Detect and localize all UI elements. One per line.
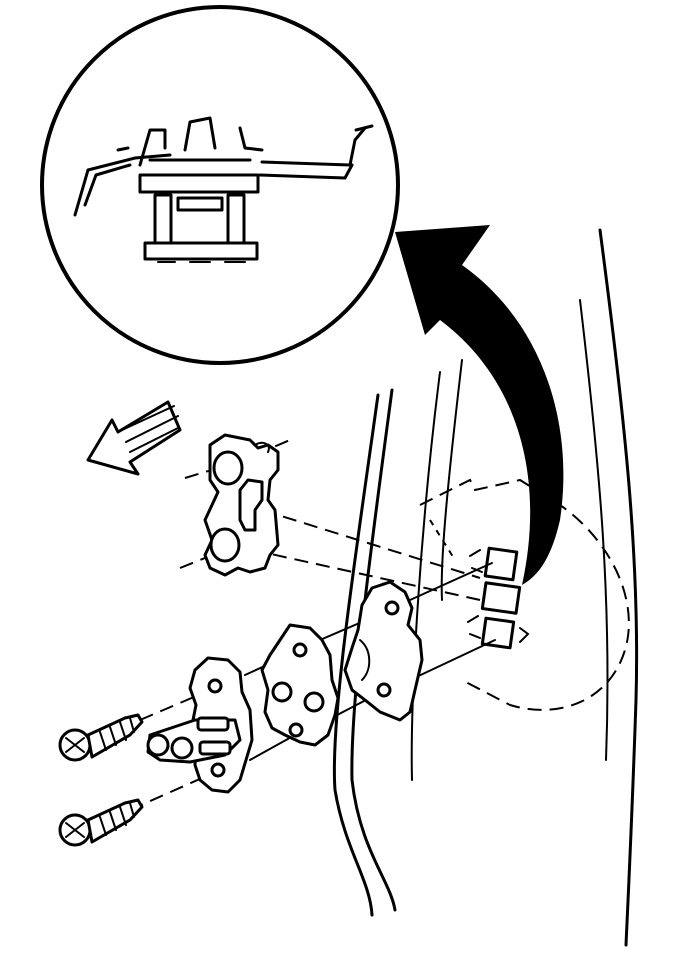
screw bbox=[58, 713, 144, 762]
striker-slots bbox=[467, 546, 530, 650]
shim-plate bbox=[260, 623, 340, 747]
latch-rod bbox=[146, 716, 242, 764]
detail-magnifier-circle bbox=[40, 5, 400, 365]
detail-latch-drawing bbox=[73, 116, 374, 263]
curved-callout-arrow bbox=[395, 225, 564, 585]
bracket bbox=[203, 433, 280, 577]
striker-plate bbox=[343, 580, 424, 722]
screw bbox=[58, 798, 144, 847]
door-frame bbox=[332, 228, 639, 947]
direction-arrow bbox=[86, 400, 182, 476]
latch-outline bbox=[419, 478, 630, 711]
